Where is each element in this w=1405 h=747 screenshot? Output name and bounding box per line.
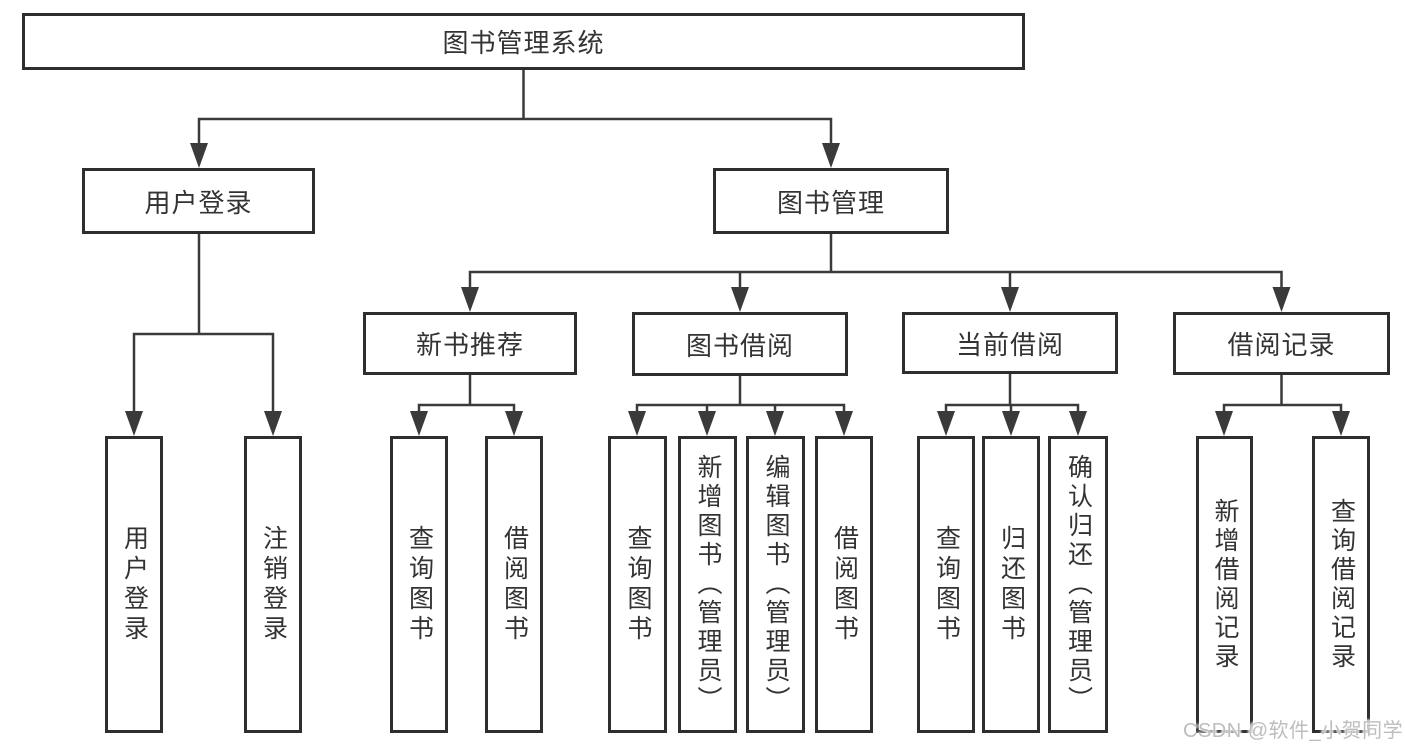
node-label: 新书推荐	[415, 330, 524, 360]
leaf-add-book-admin: 新增图书（管理员）	[678, 436, 737, 733]
node-label: 用户登录	[120, 524, 149, 645]
node-label: 归还图书	[997, 524, 1026, 645]
leaf-add-borrow-record: 新增借阅记录	[1196, 436, 1253, 733]
node-label: 新增图书（管理员）	[694, 454, 722, 715]
node-label: 当前借阅	[955, 329, 1064, 360]
node-label: 借阅图书	[500, 524, 529, 645]
node-label: 用户登录	[144, 187, 253, 218]
leaf-query-books-borrow: 查询图书	[608, 436, 667, 733]
node-label: 查询图书	[624, 524, 652, 645]
leaf-query-borrow-record: 查询借阅记录	[1312, 436, 1370, 733]
node-label: 查询图书	[932, 524, 961, 645]
node-book-management: 图书管理	[713, 168, 949, 234]
node-current-borrow: 当前借阅	[902, 312, 1118, 374]
node-label: 查询借阅记录	[1327, 497, 1356, 672]
leaf-return-book: 归还图书	[982, 436, 1040, 733]
node-user-login: 用户登录	[82, 168, 315, 234]
leaf-user-login: 用户登录	[105, 436, 163, 733]
node-new-book-recommend: 新书推荐	[363, 312, 577, 375]
node-label: 借阅记录	[1227, 330, 1336, 360]
leaf-logout: 注销登录	[244, 436, 302, 733]
node-label: 新增借阅记录	[1211, 497, 1239, 672]
node-borrow-records: 借阅记录	[1173, 312, 1390, 375]
node-book-borrow: 图书借阅	[632, 312, 848, 376]
node-label: 图书管理系统	[442, 28, 605, 58]
csdn-watermark: CSDN @软件_小贺同学	[1183, 720, 1404, 742]
node-label: 图书管理	[776, 187, 885, 218]
node-label: 确认归还（管理员）	[1064, 454, 1093, 715]
leaf-borrow-books-recommend: 借阅图书	[485, 436, 543, 733]
node-library-management-system: 图书管理系统	[22, 13, 1025, 70]
leaf-edit-book-admin: 编辑图书（管理员）	[746, 436, 805, 733]
node-label: 借阅图书	[830, 524, 859, 645]
node-label: 注销登录	[259, 524, 288, 645]
node-label: 查询图书	[405, 524, 434, 645]
leaf-query-books-recommend: 查询图书	[390, 436, 448, 733]
node-label: 编辑图书（管理员）	[762, 454, 790, 715]
leaf-query-books-current: 查询图书	[917, 436, 975, 733]
leaf-confirm-return-admin: 确认归还（管理员）	[1048, 436, 1108, 733]
node-label: 图书借阅	[685, 330, 794, 361]
leaf-borrow-book: 借阅图书	[815, 436, 873, 733]
